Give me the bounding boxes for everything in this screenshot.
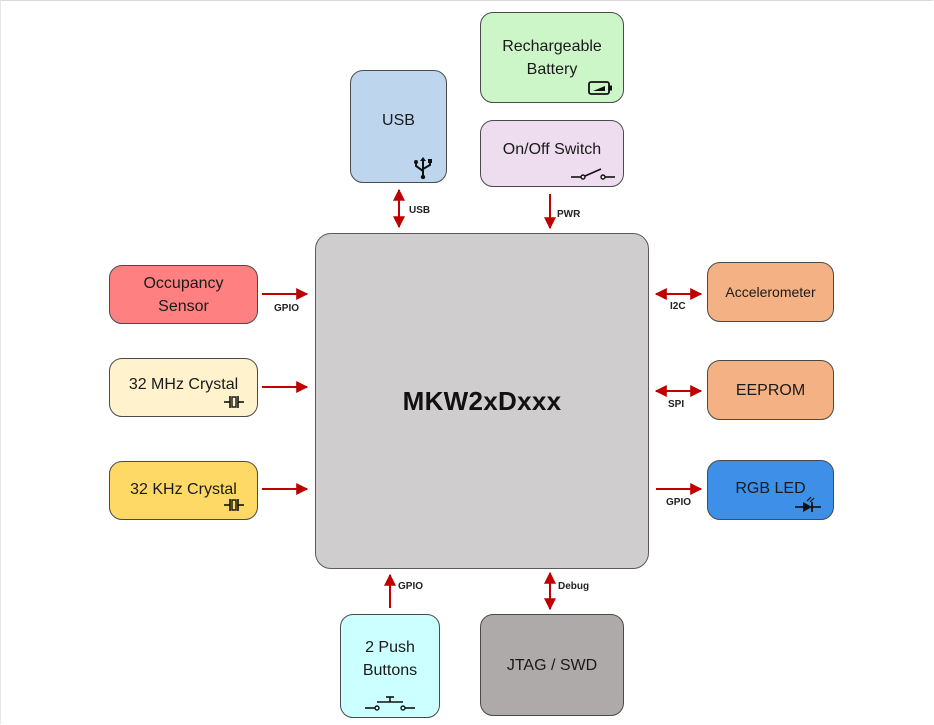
usb-block: USB (350, 70, 447, 183)
occupancy-block: Occupancy Sensor (109, 265, 258, 324)
push-buttons-label: 2 Push Buttons (362, 639, 418, 679)
buttons-bus-label: GPIO (398, 581, 424, 592)
mhz-crystal-block: 32 MHz Crystal (109, 358, 258, 417)
occupancy-label: Occupancy Sensor (143, 274, 224, 315)
accelerometer-block: Accelerometer (707, 262, 834, 322)
battery-block: Rechargeable Battery (480, 12, 624, 103)
jtag-block: JTAG / SWD (480, 614, 624, 716)
mhz-crystal-label: 32 MHz Crystal (128, 376, 239, 393)
rgb-led-block: RGB LED (707, 460, 834, 520)
jtag-label: JTAG / SWD (506, 656, 598, 674)
eeprom-bus-label: SPI (668, 399, 685, 410)
push-button-icon (365, 696, 415, 711)
switch-label: On/Off Switch (502, 141, 602, 158)
usb-icon (414, 157, 432, 179)
accel-bus-label: I2C (670, 301, 686, 312)
rgbled-bus-label: GPIO (666, 497, 692, 508)
jtag-bus-label: Debug (558, 581, 590, 592)
mcu-label: MKW2xDxxx (402, 385, 562, 416)
usb-bus-label: USB (409, 205, 431, 216)
occupancy-bus-label: GPIO (274, 303, 300, 314)
khz-crystal-block: 32 KHz Crystal (109, 461, 258, 520)
accelerometer-label: Accelerometer (725, 283, 816, 300)
push-buttons-block: 2 Push Buttons (340, 614, 440, 718)
mcu-block: MKW2xDxxx (315, 233, 649, 569)
usb-label: USB (382, 112, 415, 129)
battery-icon (588, 81, 612, 95)
eeprom-label: EEPROM (735, 381, 806, 399)
led-icon (795, 496, 821, 512)
pwr-bus-label: PWR (557, 209, 581, 220)
crystal-icon (224, 396, 244, 408)
crystal-icon (224, 499, 244, 511)
switch-block: On/Off Switch (480, 120, 624, 187)
rgb-led-label: RGB LED (735, 479, 806, 497)
eeprom-block: EEPROM (707, 360, 834, 420)
khz-crystal-label: 32 KHz Crystal (130, 481, 237, 498)
battery-label: Rechargeable Battery (502, 37, 602, 78)
switch-icon (571, 168, 615, 180)
